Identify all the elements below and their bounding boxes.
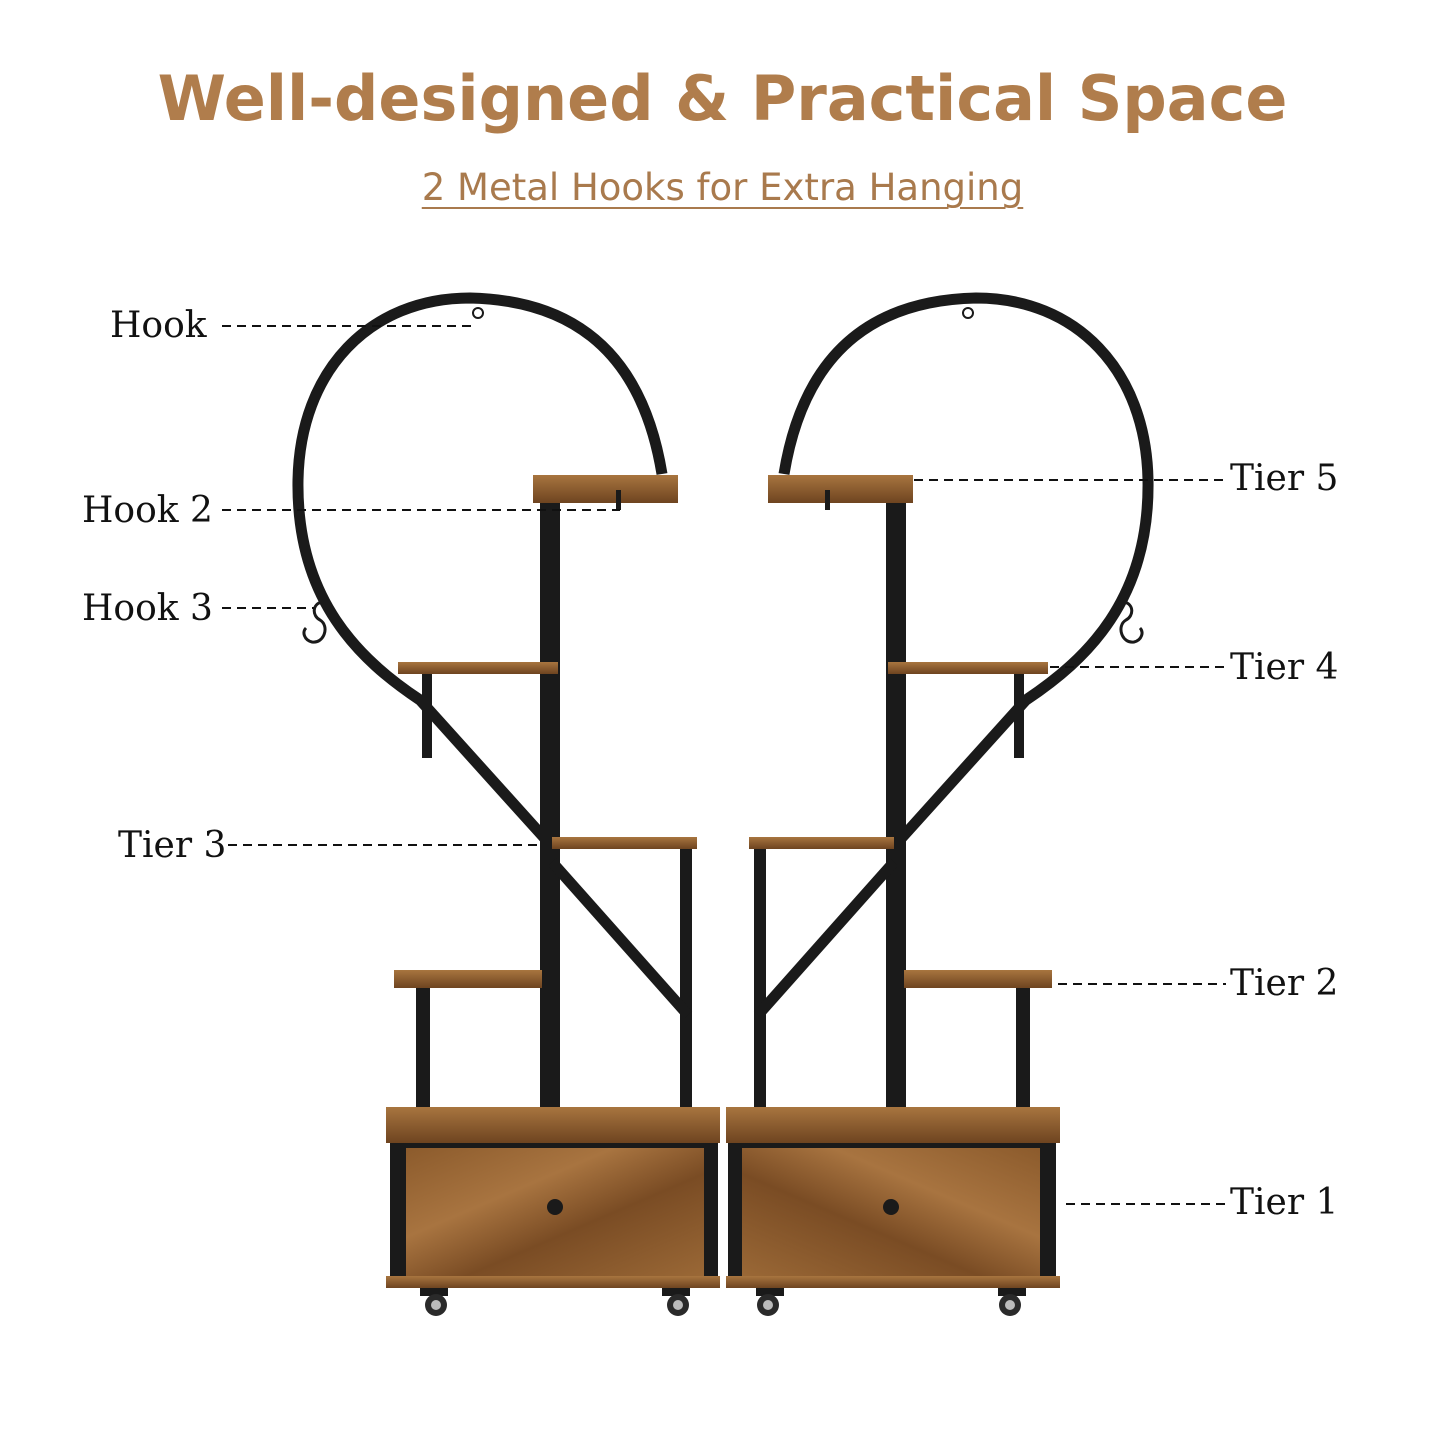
left-drawer-knob [547,1199,563,1215]
right-tier5-shelf [768,475,913,503]
right-wheels [756,1288,1026,1316]
tier2-label: Tier 2 [1230,963,1339,1004]
hook2-label: Hook 2 [82,490,213,531]
tier4-label: Tier 4 [1230,647,1339,688]
right-main-post [886,485,906,1125]
leader-lines [222,325,1226,1205]
left-s-hook-icon [302,600,327,644]
right-heart-arc [778,292,1154,846]
left-cabinet-top [386,1107,720,1143]
left-tier5-shelf [533,475,678,503]
hook-label: Hook [110,305,207,346]
left-stand [292,292,720,1316]
right-drawer-knob [883,1199,899,1215]
right-hook2-icon [825,490,830,510]
tier5-label: Tier 5 [1230,458,1339,499]
page-title: Well-designed & Practical Space [157,62,1288,135]
right-tier2-shelf [904,970,1052,988]
left-tier4-shelf [398,662,558,674]
left-wheels [420,1288,690,1316]
right-s-hook-icon [1119,600,1144,644]
left-top-hook-icon [472,307,484,319]
left-main-post [540,485,560,1125]
right-stand [726,292,1154,1316]
page-subtitle: 2 Metal Hooks for Extra Hanging [421,166,1024,209]
left-hook2-icon [616,490,621,510]
left-tier3-shelf [552,837,697,849]
right-top-hook-icon [962,307,974,319]
tier3-label: Tier 3 [118,825,227,866]
right-cabinet-top [726,1107,1060,1143]
left-tier2-shelf [394,970,542,988]
left-heart-arc [292,292,668,846]
hook3-label: Hook 3 [82,588,213,629]
tier1-label: Tier 1 [1230,1182,1339,1223]
right-tier4-shelf [888,662,1048,674]
right-tier3-shelf [749,837,894,849]
